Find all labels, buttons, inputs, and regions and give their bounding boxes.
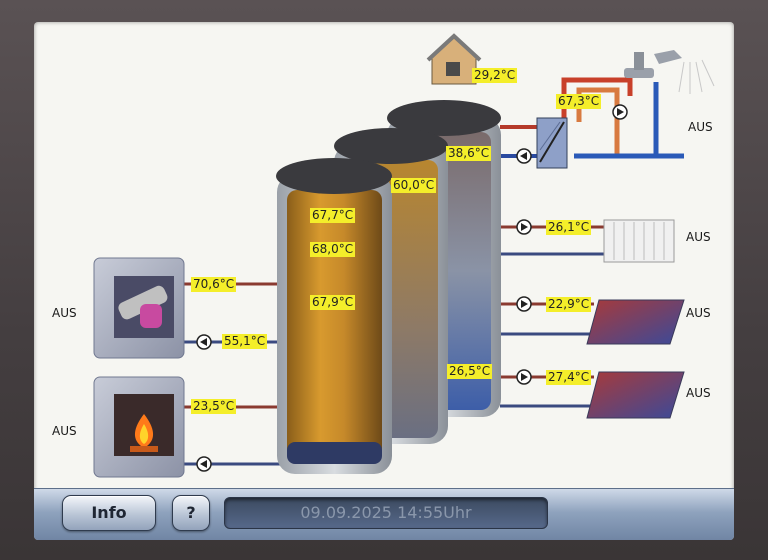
boiler-pipes — [184, 282, 284, 466]
wood-boiler — [93, 376, 185, 478]
tank1-mid-temp-label: 68,0°C — [310, 242, 356, 257]
pump-icon-dhw-hot — [612, 104, 628, 120]
wood-flow-temp-label: 23,5°C — [191, 399, 237, 414]
tank1-low-temp-label: 67,9°C — [310, 295, 356, 310]
dhw-status: AUS — [688, 120, 713, 134]
pump-icon-dhw — [516, 148, 532, 164]
heat-exchanger-icon — [536, 117, 568, 169]
wood-boiler-status: AUS — [52, 424, 77, 438]
info-button[interactable]: Info — [62, 495, 156, 531]
pellet-flow-temp-label: 70,6°C — [191, 277, 237, 292]
pellet-boiler — [93, 257, 185, 359]
dhw-pipes — [500, 77, 684, 159]
tank1-top-temp-label: 67,7°C — [310, 208, 356, 223]
pump-icon-pellet — [196, 334, 212, 350]
bottom-toolbar: Info ? 09.09.2025 14:55Uhr — [34, 488, 734, 540]
floor2-status: AUS — [686, 386, 711, 400]
pellet-return-temp-label: 55,1°C — [222, 334, 268, 349]
tank3-low-temp-label: 26,5°C — [447, 364, 493, 379]
pumps — [196, 104, 628, 472]
storage-tank-1 — [276, 158, 392, 474]
floor1-status: AUS — [686, 306, 711, 320]
touch-screen: 29,2°C 67,3°C 38,6°C AUS 67,7°C 68,0°C 6… — [34, 22, 734, 540]
floor1-temp-label: 22,9°C — [546, 297, 592, 312]
pump-icon-radiator — [516, 219, 532, 235]
floor-heating-panel-2 — [586, 371, 685, 419]
radiator-status: AUS — [686, 230, 711, 244]
radiator-temp-label: 26,1°C — [546, 220, 592, 235]
datetime-display: 09.09.2025 14:55Uhr — [224, 497, 548, 529]
radiator-icon — [603, 219, 675, 263]
pump-icon-floor-1 — [516, 296, 532, 312]
house-temp-label: 29,2°C — [472, 68, 518, 83]
pump-icon-floor-2 — [516, 369, 532, 385]
floor2-temp-label: 27,4°C — [546, 370, 592, 385]
help-button[interactable]: ? — [172, 495, 210, 531]
pump-icon-wood — [196, 456, 212, 472]
pellet-boiler-status: AUS — [52, 306, 77, 320]
dhw-hot-temp-label: 67,3°C — [556, 94, 602, 109]
exchanger-temp-label: 38,6°C — [446, 146, 492, 161]
heating-system-diagram — [93, 33, 715, 478]
floor-heating-panel-1 — [586, 299, 685, 345]
tank2-top-temp-label: 60,0°C — [391, 178, 437, 193]
shower-tap-icon — [624, 50, 715, 94]
